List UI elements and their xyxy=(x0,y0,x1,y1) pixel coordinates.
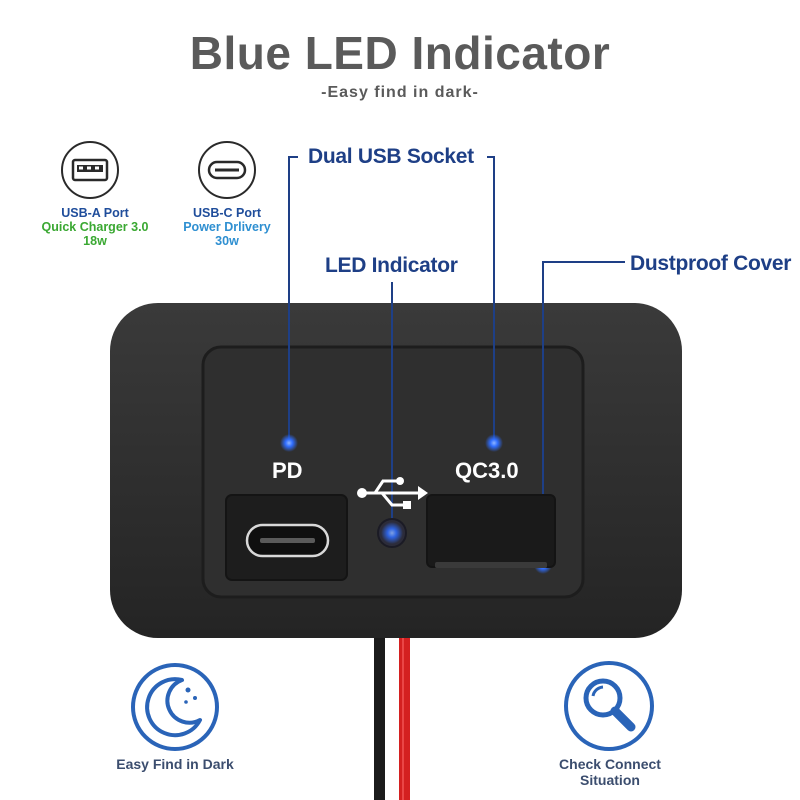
usb-c-port-info: USB-C Port Power Drlivery 30w xyxy=(172,206,282,248)
usb-c-port-name: USB-C Port xyxy=(192,206,262,220)
usb-c-port-icon xyxy=(198,141,256,199)
qc-led-icon xyxy=(485,434,503,452)
usb-a-port-icon xyxy=(61,141,119,199)
usb-a-port-name: USB-A Port xyxy=(61,206,129,220)
callout-dual-usb-socket: Dual USB Socket xyxy=(308,145,474,168)
feature-check-connect-label: Check Connect Situation xyxy=(559,756,661,788)
usb-c-port-power: 30w xyxy=(215,234,239,248)
magnifier-icon xyxy=(563,660,655,752)
pd-led-icon xyxy=(280,434,298,452)
callout-dustproof-cover: Dustproof Cover xyxy=(630,252,792,275)
usb-a-port-power: 18w xyxy=(83,234,107,248)
cable-wires xyxy=(374,630,410,800)
qc-label: QC3.0 xyxy=(455,458,519,483)
usb-c-port-spec: Power Drlivery xyxy=(183,220,271,234)
usb-c-socket xyxy=(225,494,348,581)
usb-symbol-icon xyxy=(357,477,428,509)
moon-icon xyxy=(130,662,220,752)
pd-label: PD xyxy=(272,458,303,483)
page-title: Blue LED Indicator xyxy=(189,27,611,79)
callout-lines xyxy=(288,156,625,562)
callout-led-indicator: LED Indicator xyxy=(325,254,458,277)
usb-a-socket xyxy=(426,494,556,568)
usb-a-port-info: USB-A Port Quick Charger 3.0 18w xyxy=(40,206,150,248)
page-subtitle: -Easy find in dark- xyxy=(321,84,479,101)
usb-a-port-spec: Quick Charger 3.0 xyxy=(41,220,149,234)
feature-easy-find-label: Easy Find in Dark xyxy=(116,756,234,772)
